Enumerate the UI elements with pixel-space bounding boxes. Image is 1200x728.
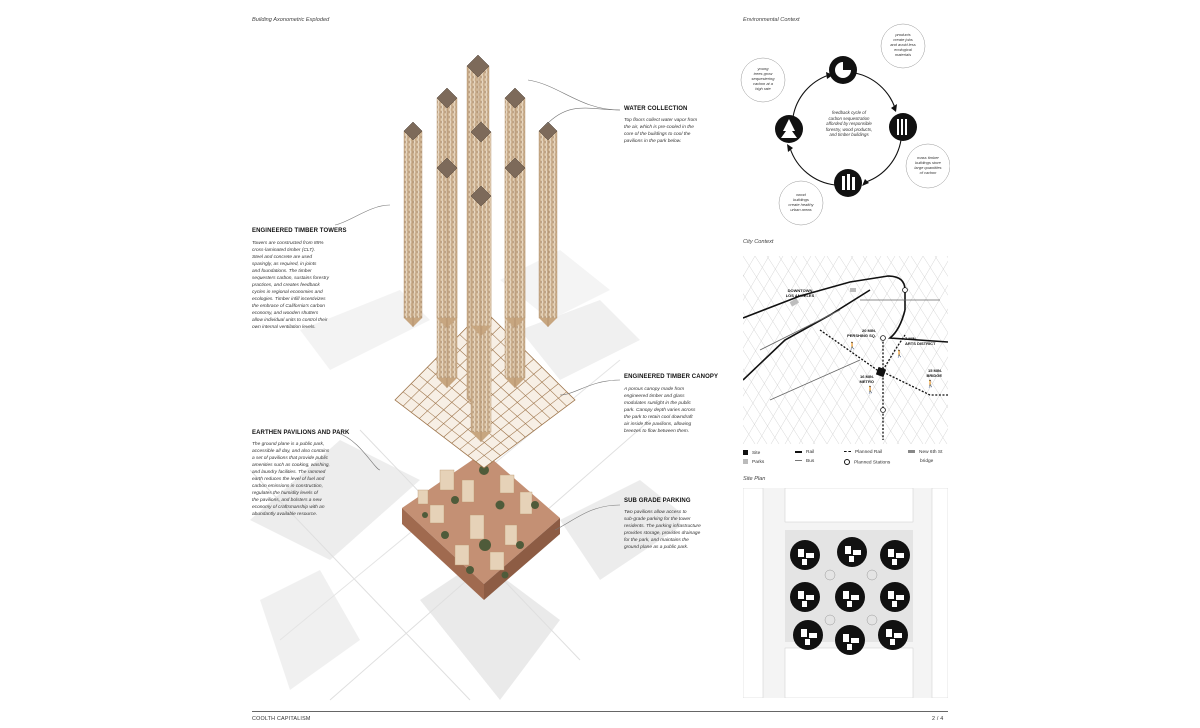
timber-towers: [403, 54, 558, 442]
site-pavilion: [880, 540, 910, 570]
timber-tower: [504, 157, 526, 328]
city-context-map: 🚶 🚶 🚶 🚶: [743, 256, 948, 444]
environmental-context-heading: Environmental Context: [743, 17, 800, 23]
subgrade-parking-title: SUB GRADE PARKING: [624, 498, 691, 504]
earthen-pavilions-title: EARTHEN PAVILIONS AND PARK: [252, 430, 350, 436]
timber-tower: [403, 121, 423, 327]
legend-bus: Bus: [795, 459, 814, 464]
axonometric-drawing: [250, 54, 680, 701]
timber-tower: [470, 185, 492, 336]
svg-text:🚶: 🚶: [895, 349, 904, 358]
bus-lines: [759, 299, 940, 401]
site-tree: [866, 614, 878, 626]
timber-columns-icon: [889, 113, 917, 141]
legend-parks: Parks: [743, 459, 764, 465]
legend-planned-stations: Planned Stations: [844, 459, 890, 465]
cycle-arrows: [789, 72, 902, 186]
site-tree: [824, 614, 836, 626]
site-tree: [866, 569, 878, 581]
timber-canopy-title: ENGINEERED TIMBER CANOPY: [624, 374, 719, 380]
site-pavilion: [790, 540, 820, 570]
legend-planned-rail: Planned Rail: [844, 450, 882, 455]
timber-tower: [538, 121, 558, 327]
site-tree: [824, 569, 836, 581]
legend-new-6th: New 6th St: [908, 450, 942, 455]
map-label-pershing: 20 MIN.PERSHING SQ.: [847, 328, 876, 338]
svg-text:🚶: 🚶: [866, 385, 875, 394]
footer-rule: [252, 711, 948, 712]
site-plan-heading: Site Plan: [743, 476, 766, 482]
planned-rail: [819, 329, 948, 440]
map-label-bridge: 15 MIN.BRIDGE: [926, 368, 942, 378]
map-label-arts: 7 MIN.ARTS DISTRICT: [905, 336, 936, 346]
site-pavilion: [880, 582, 910, 612]
timber-towers-title: ENGINEERED TIMBER TOWERS: [252, 228, 347, 234]
map-label-metro: 16 MIN.METRO: [859, 374, 874, 384]
forest-icon: [775, 115, 803, 143]
site-pavilion: [878, 620, 908, 650]
earthen-pavilions-text: The ground plane is a public park,access…: [252, 442, 330, 517]
axonometric-heading: Building Axonometric Exploded: [252, 17, 330, 23]
water-collection-title: WATER COLLECTION: [624, 106, 688, 112]
legend-site: Site: [743, 450, 760, 456]
timber-building-icon: [834, 169, 862, 197]
walk-icons: 🚶 🚶 🚶 🚶: [848, 341, 935, 394]
planned-stations: [880, 287, 908, 413]
site-marker: [875, 366, 887, 378]
footer-title: COOLTH CAPITALISM: [252, 716, 311, 722]
svg-text:🚶: 🚶: [848, 341, 857, 350]
site-pavilion: [837, 537, 867, 567]
timber-tower: [436, 157, 458, 328]
legend-rail: Rail: [795, 450, 814, 455]
footer-page-number: 2 / 4: [932, 716, 944, 722]
site-pavilion: [835, 582, 865, 612]
environmental-cycle-diagram: [740, 23, 950, 226]
site-pavilion: [835, 625, 865, 655]
site-pavilion: [793, 620, 823, 650]
parks: [789, 288, 856, 307]
park-trees: [422, 465, 539, 579]
pavilions: [417, 469, 533, 571]
svg-text:🚶: 🚶: [926, 379, 935, 388]
legend-bridge: bridge: [920, 459, 934, 464]
timber-towers-text: Towers are constructed from 85%cross-lam…: [252, 241, 330, 330]
wood-products-icon: [829, 56, 857, 84]
city-context-heading: City Context: [743, 239, 774, 245]
site-plan: [743, 488, 948, 698]
site-pavilion: [790, 582, 820, 612]
